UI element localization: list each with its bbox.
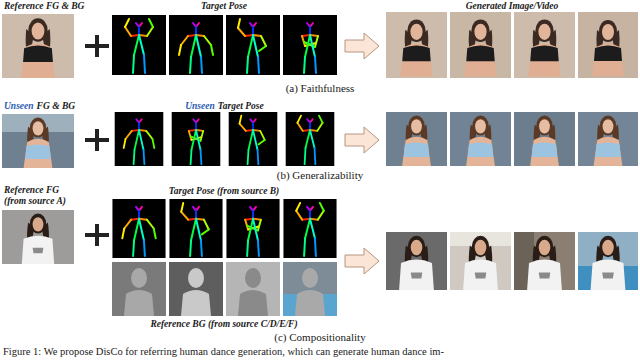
plus-sign [85, 224, 109, 246]
figure-label: Target Pose (from source B) [169, 186, 279, 197]
reference-photo [2, 210, 74, 264]
generated-frames [386, 232, 638, 290]
figure-label: Reference FG [4, 185, 59, 196]
block-arrow [345, 127, 379, 153]
generated-frames [386, 12, 638, 78]
block-arrow [345, 248, 379, 274]
figure-label: Target Pose [218, 101, 264, 112]
figure-label: Generated Image/Video [466, 1, 559, 12]
pose-maps [112, 199, 336, 258]
pose-maps [112, 15, 337, 75]
generated-frames [386, 112, 638, 166]
reference-photo [2, 14, 74, 78]
figure-label: Unseen [4, 101, 34, 112]
figure-label: (from source A) [4, 196, 66, 207]
figure-label: FG & BG [37, 101, 76, 112]
figure-label: Target Pose [201, 1, 247, 12]
figure-label: (c) Compositionality [274, 331, 365, 343]
figure-label: (a) Faithfulness [286, 82, 355, 94]
figure-label: Reference FG & BG [4, 1, 84, 12]
plus-sign [85, 35, 109, 57]
background-maps [112, 262, 337, 316]
reference-photo [2, 114, 74, 168]
plus-sign [85, 129, 109, 151]
figure-caption: Figure 1: We propose DisCo for referring… [3, 346, 444, 358]
figure-label: Unseen [185, 101, 215, 112]
figure-label: Reference BG (from source C/D/E/F) [150, 319, 297, 330]
pose-maps [115, 112, 335, 166]
block-arrow [345, 33, 379, 59]
figure-label: (b) Generalizability [277, 169, 363, 181]
